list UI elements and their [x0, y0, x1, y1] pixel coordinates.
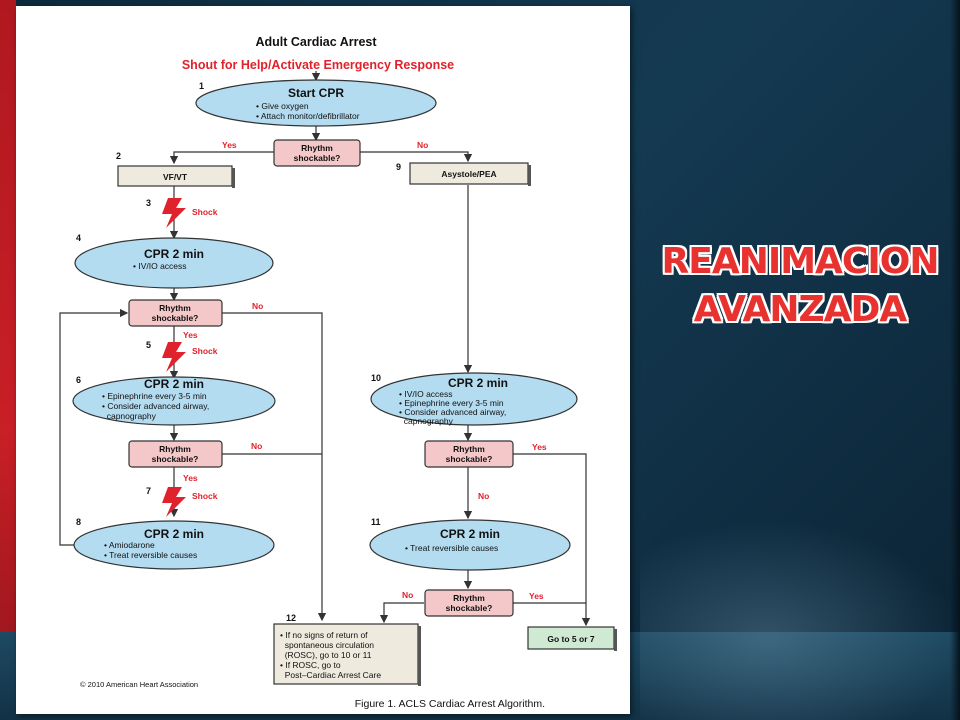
shock-label: Shock	[192, 491, 218, 501]
node-line: • Give oxygen	[256, 101, 309, 111]
copyright: © 2010 American Heart Association	[80, 680, 198, 689]
node-vf-vt: 2 VF/VT	[116, 151, 235, 188]
decision-line: shockable?	[446, 603, 493, 613]
node-go-to-5-or-7: Go to 5 or 7	[527, 626, 617, 651]
slide-title-line1: REANIMACION	[661, 241, 940, 282]
node-line: spontaneous circulation	[280, 640, 374, 650]
decision-line: shockable?	[152, 454, 199, 464]
shock-label: Shock	[192, 207, 218, 217]
node-title: CPR 2 min	[144, 377, 204, 391]
node-cpr-4: 4 CPR 2 min • IV/IO access	[74, 233, 274, 289]
edge-label-yes: Yes	[532, 442, 547, 452]
node-number: 1	[199, 81, 204, 91]
node-title: CPR 2 min	[144, 527, 204, 541]
node-title: Start CPR	[288, 86, 344, 100]
node-number: 2	[116, 151, 121, 161]
lightning-bolt-icon	[162, 342, 186, 372]
edge-label-no: No	[417, 140, 428, 150]
edge-label-no: No	[402, 590, 413, 600]
node-number: 10	[371, 373, 381, 383]
decision-rhythm-3: Rhythm shockable? No Yes	[128, 440, 262, 483]
flowchart: Adult Cardiac Arrest Shout for Help/Acti…	[59, 35, 617, 710]
decision-line: shockable?	[446, 454, 493, 464]
node-number: 12	[286, 613, 296, 623]
decision-line: shockable?	[294, 153, 341, 163]
node-line: • Consider advanced airway,	[102, 401, 209, 411]
decision-line: Rhythm	[453, 593, 485, 603]
node-line: • If ROSC, go to	[280, 660, 341, 670]
node-line: • Attach monitor/defibrillator	[256, 111, 360, 121]
node-number: 8	[76, 517, 81, 527]
edge-label-no: No	[252, 301, 263, 311]
background-swirl	[640, 520, 960, 720]
left-red-band	[0, 0, 16, 720]
node-12-outcome: 12 • If no signs of return of spontaneou…	[273, 613, 421, 686]
algorithm-figure: Adult Cardiac Arrest Shout for Help/Acti…	[16, 6, 630, 714]
node-line: • Epinephrine every 3-5 min	[102, 391, 207, 401]
node-line: • Treat reversible causes	[405, 543, 498, 553]
node-line: Post–Cardiac Arrest Care	[280, 670, 381, 680]
node-cpr-6: 6 CPR 2 min • Epinephrine every 3-5 min …	[72, 375, 276, 426]
node-cpr-8: 8 CPR 2 min • Amiodarone • Treat reversi…	[73, 517, 275, 570]
node-line: • Treat reversible causes	[104, 550, 197, 560]
decision-line: shockable?	[152, 313, 199, 323]
node-number: 4	[76, 233, 81, 243]
node-line: capnography	[102, 411, 157, 421]
node-number: 7	[146, 486, 151, 496]
edge-label-yes: Yes	[222, 140, 237, 150]
node-number: 6	[76, 375, 81, 385]
figure-heading: Adult Cardiac Arrest	[255, 35, 377, 49]
edge-label-yes: Yes	[529, 591, 544, 601]
decision-line: Rhythm	[159, 444, 191, 454]
node-line: • Consider advanced airway,	[399, 407, 506, 417]
node-number: 9	[396, 162, 401, 172]
node-line: capnography	[399, 416, 454, 426]
node-line: • Amiodarone	[104, 540, 155, 550]
figure-caption: Figure 1. ACLS Cardiac Arrest Algorithm.	[355, 698, 545, 710]
slide-title-line2: AVANZADA	[693, 289, 908, 330]
node-cpr-10: 10 CPR 2 min • IV/IO access • Epinephrin…	[370, 372, 578, 426]
node-line: • IV/IO access	[133, 261, 187, 271]
node-title: CPR 2 min	[440, 527, 500, 541]
lightning-bolt-icon	[162, 198, 186, 228]
decision-rhythm-1: Rhythm shockable? Yes No	[222, 139, 428, 167]
node-title: CPR 2 min	[144, 247, 204, 261]
decision-rhythm-2: Rhythm shockable? No Yes	[128, 299, 263, 340]
figure-subheading: Shout for Help/Activate Emergency Respon…	[182, 58, 454, 72]
node-title: CPR 2 min	[448, 376, 508, 390]
node-cpr-11: 11 CPR 2 min • Treat reversible causes	[369, 517, 571, 571]
edge-label-no: No	[478, 491, 489, 501]
node-line: • Epinephrine every 3-5 min	[399, 398, 504, 408]
slide-title: REANIMACION AVANZADA	[640, 238, 960, 334]
node-number: 5	[146, 340, 151, 350]
node-start-cpr: 1 Start CPR • Give oxygen • Attach monit…	[195, 79, 437, 127]
node-line: • If no signs of return of	[280, 630, 368, 640]
node-label: VF/VT	[163, 172, 188, 182]
decision-line: Rhythm	[159, 303, 191, 313]
edge-label-no: No	[251, 441, 262, 451]
edge-label-yes: Yes	[183, 473, 198, 483]
right-edge-shadow	[950, 0, 960, 720]
node-line: (ROSC), go to 10 or 11	[280, 650, 372, 660]
decision-line: Rhythm	[301, 143, 333, 153]
shock-3: 3 Shock	[146, 198, 218, 228]
node-line: • IV/IO access	[399, 389, 453, 399]
edge-label-yes: Yes	[183, 330, 198, 340]
shock-label: Shock	[192, 346, 218, 356]
node-asystole-pea: 9 Asystole/PEA	[396, 162, 531, 186]
shock-5: 5 Shock	[146, 340, 218, 372]
shock-7: 7 Shock	[146, 486, 218, 517]
decision-rhythm-5: Rhythm shockable? No Yes	[402, 589, 544, 617]
decision-line: Rhythm	[453, 444, 485, 454]
decision-rhythm-4: Rhythm shockable? Yes No	[424, 440, 547, 501]
node-number: 11	[371, 517, 381, 527]
node-number: 3	[146, 198, 151, 208]
node-label: Asystole/PEA	[441, 169, 496, 179]
node-label: Go to 5 or 7	[547, 634, 595, 644]
lightning-bolt-icon	[162, 487, 186, 517]
